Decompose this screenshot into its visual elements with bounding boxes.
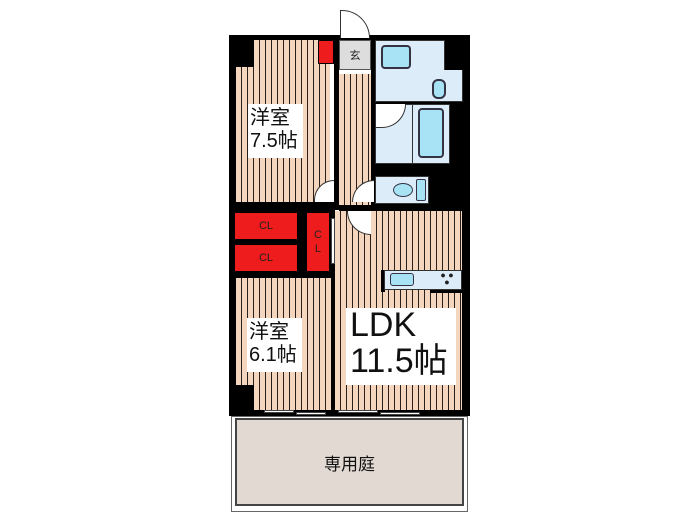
closet-3: C L <box>306 212 330 272</box>
western-room-2-name: 洋室 <box>249 321 289 343</box>
window-ldk-left[interactable] <box>338 410 378 413</box>
washroom-ext <box>375 70 463 102</box>
ldk-size: 11.5帖 <box>350 341 448 380</box>
kitchen-counter-bottom <box>430 290 462 293</box>
toilet-icon <box>393 183 413 197</box>
column-bottom-left <box>229 385 254 413</box>
closet-1-label: CL <box>258 220 274 232</box>
wall-hallway-right <box>371 40 375 212</box>
closet-3-label: C L <box>314 228 322 255</box>
private-garden-label: 専用庭 <box>324 454 375 474</box>
garden-outline <box>231 416 468 512</box>
private-garden: 専用庭 <box>235 418 464 506</box>
outer-wall-right <box>462 35 470 415</box>
ldk-name: LDK <box>350 306 417 344</box>
closet-1: CL <box>234 212 298 240</box>
bathtub-icon <box>418 108 444 158</box>
wall-middle-band <box>229 202 339 210</box>
western-room-1-size: 7.5帖 <box>250 130 298 152</box>
entrance-label: 玄 <box>349 50 361 62</box>
closet-3-door[interactable] <box>331 218 335 264</box>
western-room-1-label: 洋室 7.5帖 <box>248 104 303 158</box>
wall-room2-right <box>331 275 335 415</box>
western-room-1-name: 洋室 <box>250 107 290 129</box>
column-top-left <box>229 35 254 67</box>
wall-room1-right <box>334 40 339 205</box>
window-room2-right[interactable] <box>296 412 326 415</box>
sink-icon <box>390 273 414 286</box>
ldk-label: LDK 11.5帖 <box>346 306 456 386</box>
closet-2: CL <box>234 244 298 272</box>
washing-machine-icon <box>432 79 446 99</box>
toilet-tank-icon <box>416 179 426 201</box>
western-room-2-size: 6.1帖 <box>249 344 297 366</box>
entrance-area: 玄 <box>339 40 371 70</box>
washbasin-icon <box>381 45 411 69</box>
stove-icon: ● ●● <box>440 270 454 287</box>
window-room2-left[interactable] <box>264 410 294 413</box>
outer-wall-bottom <box>229 410 470 416</box>
wall-ldk-top <box>339 205 470 211</box>
window-ldk-right[interactable] <box>380 412 420 415</box>
closet-small-top <box>318 40 334 64</box>
closet-2-label: CL <box>258 252 274 264</box>
western-room-2-label: 洋室 6.1帖 <box>247 318 302 372</box>
kitchen-counter-back <box>381 270 385 292</box>
entrance-door[interactable] <box>340 10 370 38</box>
